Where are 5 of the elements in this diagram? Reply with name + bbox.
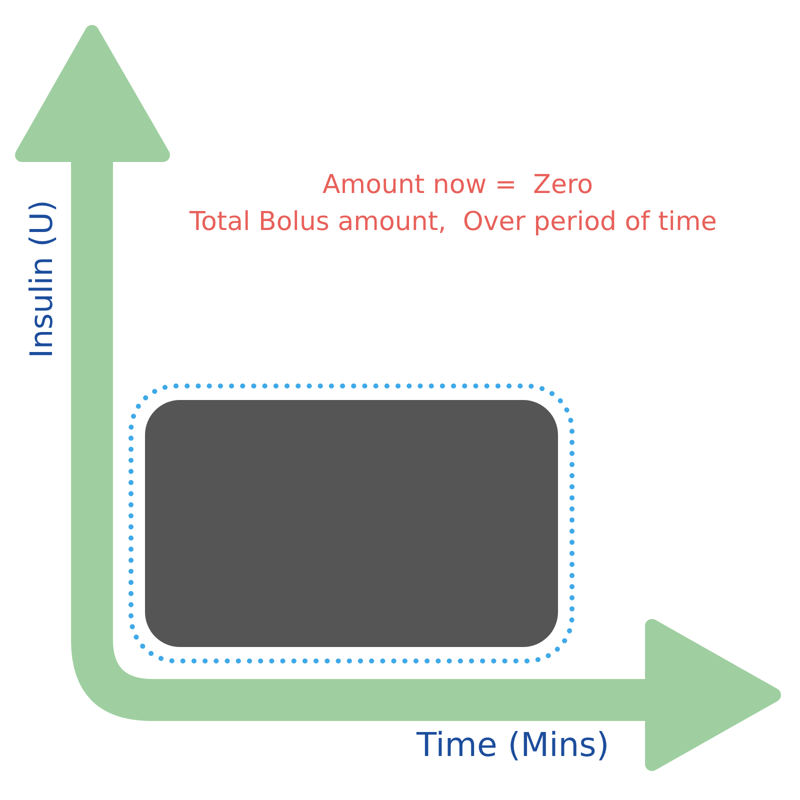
formula-text: Amount now = Zero: [322, 170, 593, 200]
rounded-box: [128, 383, 575, 664]
axis-label: Insulin (U): [25, 200, 60, 358]
axis-label: Time (Mins): [416, 727, 610, 764]
formula-text: Total Bolus amount, Over period of time: [190, 208, 717, 236]
